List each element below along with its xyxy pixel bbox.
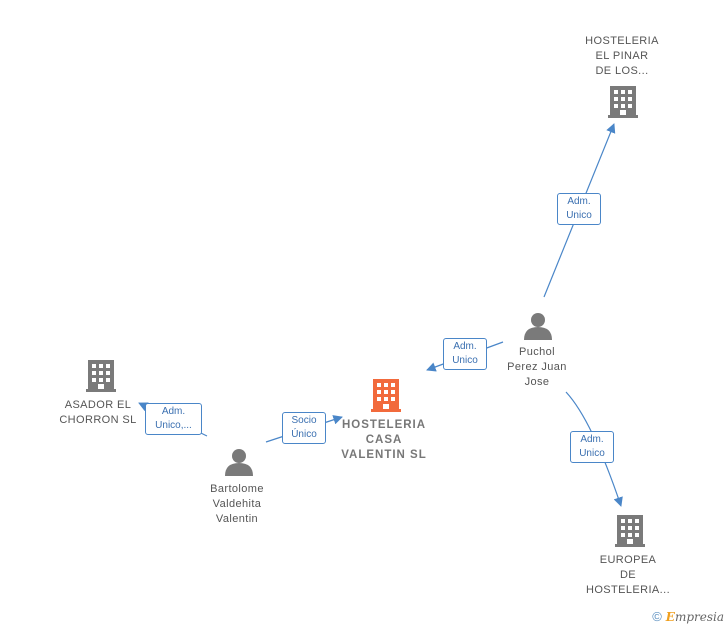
node-label-line: CHORRON SL <box>59 414 137 426</box>
building-icon <box>615 515 645 547</box>
edge-label-line: Adm. <box>453 341 477 352</box>
node-label-line: Bartolome <box>210 483 264 495</box>
edge-label-puchol-europea[interactable]: Adm. Unico <box>570 431 614 463</box>
person-icon <box>524 313 552 340</box>
edge-label-line: Unico,... <box>155 420 192 431</box>
node-label-line: HOSTELERIA... <box>585 584 671 596</box>
edge-label-line: Adm. <box>567 196 591 207</box>
building-icon <box>608 86 638 118</box>
building-icon <box>86 360 116 392</box>
edge-label-puchol-valentin[interactable]: Adm. Unico <box>443 338 487 370</box>
edge-label-line: Unico <box>579 448 605 459</box>
edge-label-bartolome-asador[interactable]: Adm. Unico,... <box>145 403 202 435</box>
node-label-line: Valentin <box>215 513 259 525</box>
edge-label-line: Unico <box>452 355 478 366</box>
edge-label-bartolome-valentin[interactable]: Socio Único <box>282 412 326 444</box>
node-label-line: DE <box>619 569 637 581</box>
node-label-line: Perez Juan <box>507 361 567 373</box>
brand-initial: E <box>665 610 675 624</box>
node-label-line: EL PINAR <box>595 50 649 62</box>
node-puchol-perez-juan-jose[interactable]: Puchol Perez Juan Jose <box>496 345 578 390</box>
node-label-line: Valdehita <box>212 498 262 510</box>
copyright-symbol: © <box>652 609 662 624</box>
edge-label-line: Unico <box>566 210 592 221</box>
node-label-line: VALENTIN SL <box>341 449 427 461</box>
node-label-line: HOSTELERIA <box>585 35 659 47</box>
brand-logo: Empresia <box>666 610 724 624</box>
empresia-watermark: ©Empresia <box>652 609 724 624</box>
person-icon <box>225 449 253 476</box>
node-label-line: DE LOS... <box>595 65 649 77</box>
node-label-line: Jose <box>524 376 550 388</box>
building-icon-main <box>371 379 401 412</box>
node-label-line: ASADOR EL <box>64 399 132 411</box>
node-label-line: EUROPEA <box>599 554 657 566</box>
node-hosteleria-el-pinar[interactable]: HOSTELERIA EL PINAR DE LOS... <box>572 34 672 79</box>
edge-label-line: Adm. <box>161 406 186 417</box>
edge-label-puchol-pinar[interactable]: Adm. Unico <box>557 193 601 225</box>
brand-rest: mpresia <box>674 610 724 624</box>
node-europea-de-hosteleria[interactable]: EUROPEA DE HOSTELERIA... <box>578 553 678 598</box>
node-label-line: HOSTELERIA <box>341 419 427 431</box>
edge-label-line: Adm. <box>580 434 604 445</box>
node-asador-el-chorron[interactable]: ASADOR EL CHORRON SL <box>50 398 146 428</box>
node-bartolome-valdehita-valentin[interactable]: Bartolome Valdehita Valentin <box>196 482 278 527</box>
edge-label-line: Socio <box>291 415 317 426</box>
node-label-line: Puchol <box>518 346 556 358</box>
edge-label-line: Único <box>291 429 317 440</box>
node-label-line: CASA <box>365 434 403 446</box>
node-hosteleria-casa-valentin[interactable]: HOSTELERIA CASA VALENTIN SL <box>332 418 436 463</box>
